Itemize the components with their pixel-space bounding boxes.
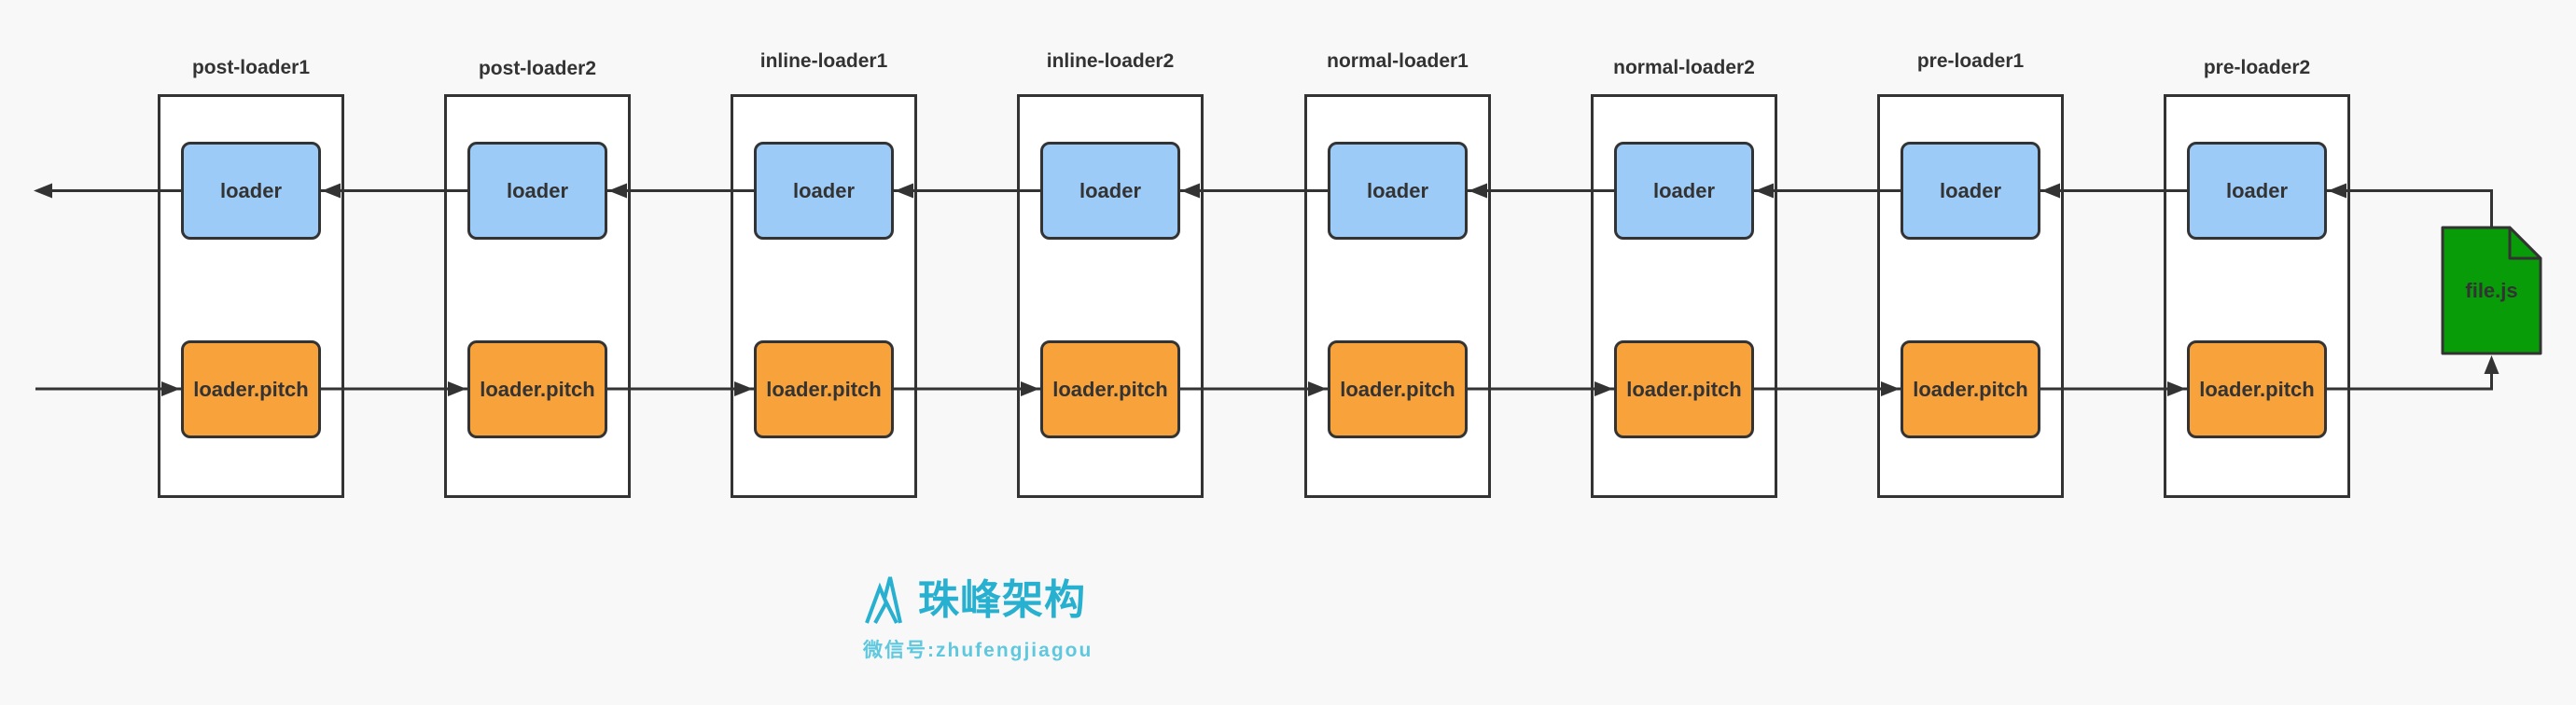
arrowhead-left-output (34, 183, 52, 199)
loader-box: loader (1040, 142, 1180, 240)
column-title: normal-loader2 (1613, 57, 1755, 78)
loader-box: loader (1901, 142, 2040, 240)
loader-box: loader (1614, 142, 1754, 240)
file-fold-corner-icon (2508, 226, 2542, 260)
loader-box: loader (754, 142, 894, 240)
file-js-label: file.js (2465, 279, 2518, 302)
arrowhead-into-loader (2328, 183, 2346, 199)
loader-box: loader (181, 142, 321, 240)
loader-pitch-box: loader.pitch (1040, 340, 1180, 438)
column-title: pre-loader1 (1916, 50, 2025, 72)
arrowhead-into-pitch (1021, 381, 1039, 396)
arrowhead-into-pitch (161, 381, 180, 396)
loader-pitch-box: loader.pitch (1328, 340, 1468, 438)
column-title: post-loader2 (478, 58, 597, 79)
column-title: post-loader1 (191, 57, 311, 78)
arrowhead-into-loader (895, 183, 913, 199)
arrowhead-into-pitch (1594, 381, 1613, 396)
loader-pitch-box: loader.pitch (467, 340, 607, 438)
arrowhead-into-pitch (1881, 381, 1900, 396)
mountain-peak-icon (865, 576, 902, 624)
loader-box: loader (2187, 142, 2327, 240)
arrowhead-into-loader (322, 183, 341, 199)
loader-pitch-box: loader.pitch (1901, 340, 2040, 438)
loader-pitch-box: loader.pitch (2187, 340, 2327, 438)
column-title: pre-loader2 (2203, 57, 2311, 78)
arrowhead-into-loader (1755, 183, 1774, 199)
loader-box: loader (1328, 142, 1468, 240)
loader-return-line (49, 189, 2493, 227)
arrowhead-into-loader (1181, 183, 1200, 199)
arrowhead-into-loader (1469, 183, 1487, 199)
loader-pitch-box: loader.pitch (754, 340, 894, 438)
arrowhead-into-pitch (1308, 381, 1327, 396)
pitch-forward-line (35, 373, 2493, 391)
arrowhead-into-loader (2041, 183, 2060, 199)
loader-pitch-box: loader.pitch (181, 340, 321, 438)
watermark-wechat-id: 微信号:zhufengjiagou (863, 640, 1093, 661)
arrowhead-into-pitch (734, 381, 753, 396)
loader-pitch-box: loader.pitch (1614, 340, 1754, 438)
column-title: inline-loader1 (759, 50, 888, 72)
column-title: normal-loader1 (1327, 50, 1469, 72)
arrowhead-into-pitch (448, 381, 466, 396)
arrowhead-into-file (2484, 355, 2499, 374)
arrowhead-into-loader (608, 183, 627, 199)
watermark-brand: 珠峰架构 (918, 577, 1086, 623)
column-title: inline-loader2 (1046, 50, 1175, 72)
loader-box: loader (467, 142, 607, 240)
arrowhead-into-pitch (2167, 381, 2186, 396)
